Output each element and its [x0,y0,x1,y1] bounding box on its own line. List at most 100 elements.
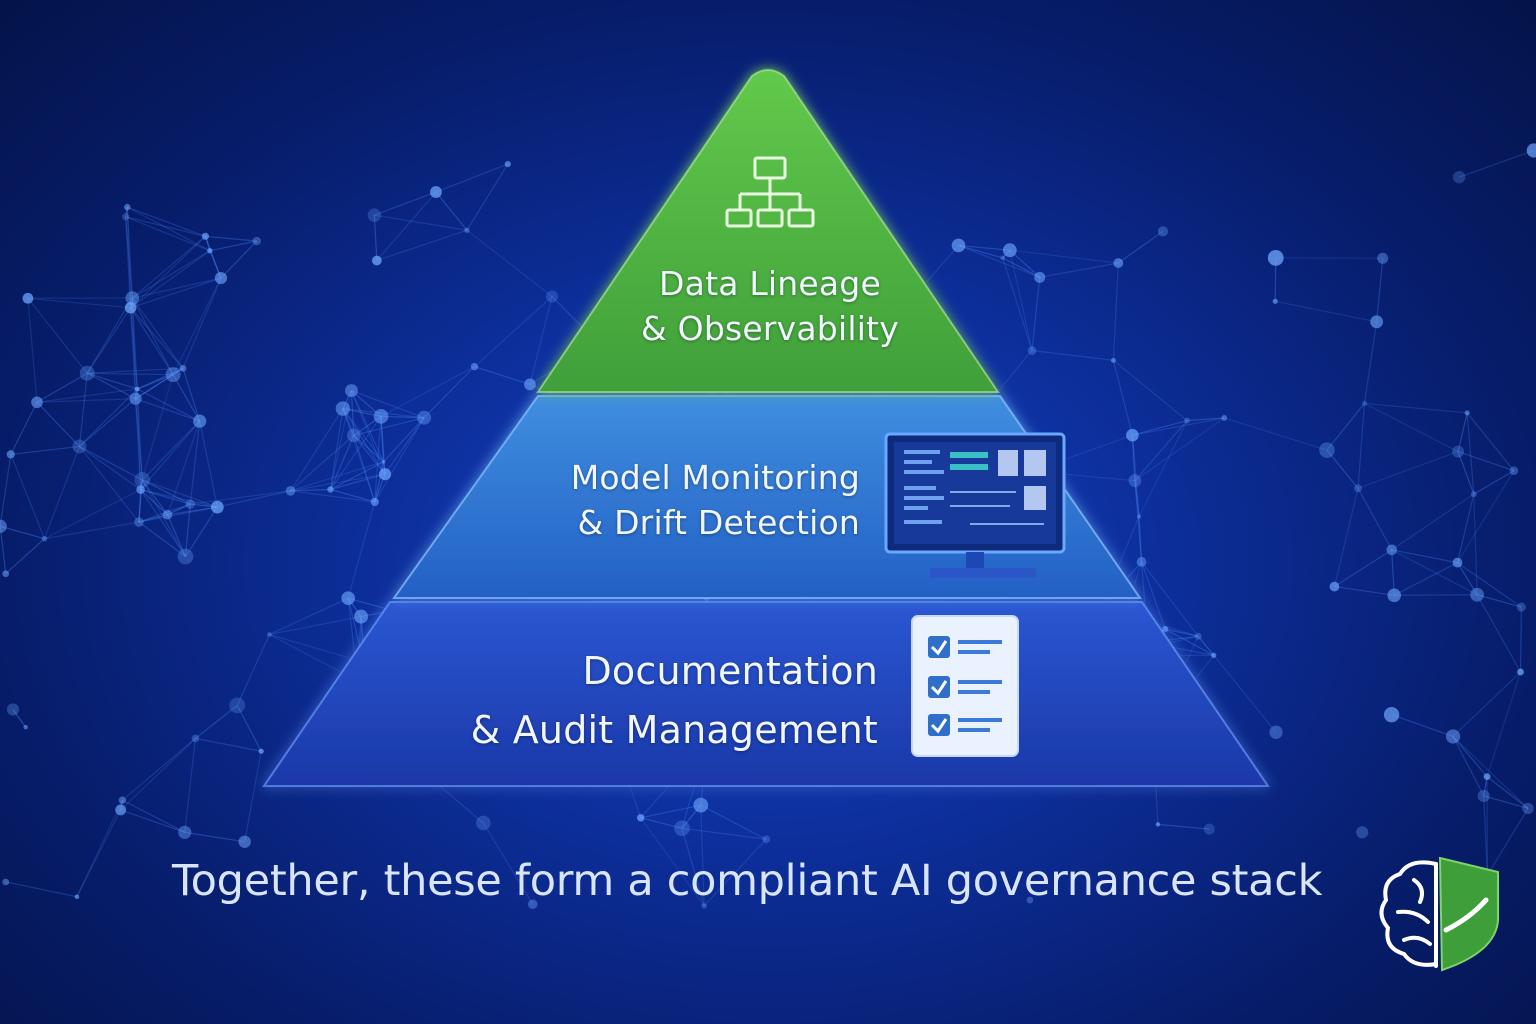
network-node [191,734,200,743]
network-node [136,485,145,494]
network-node [1272,298,1278,304]
network-node [285,485,296,496]
monitor-dashboard-icon [884,432,1066,578]
network-node [1269,725,1283,739]
network-node [23,725,28,730]
network-node [1354,484,1363,493]
tier-bottom-line-2: & Audit Management [470,707,878,752]
network-node [258,748,264,754]
network-node [674,820,690,837]
network-node [637,814,645,822]
network-node [118,796,127,804]
network-node [1267,249,1284,266]
network-node [193,414,207,428]
tier-top-line-1: Data Lineage [659,264,881,303]
network-node [345,384,358,397]
network-node [378,468,392,481]
network-node [1470,491,1477,498]
network-node [1110,357,1116,363]
network-node [1136,514,1142,519]
network-node [1157,226,1169,237]
network-node [346,428,361,443]
network-node [951,238,966,253]
network-node [373,409,389,424]
network-node [6,450,15,459]
network-node [476,815,491,831]
network-node [1370,315,1384,329]
tier-middle-label: Model Monitoring & Drift Detection [480,456,860,545]
network-node [6,703,20,716]
network-node [0,519,7,533]
tier-middle-line-2: & Drift Detection [577,502,860,542]
network-node [1319,442,1335,458]
network-node [165,367,181,383]
network-node [1162,626,1169,633]
network-node [1155,822,1161,827]
network-node [134,386,140,392]
network-node [354,609,369,624]
network-node [1356,826,1369,839]
brain-shield-icon [1379,856,1499,972]
network-node [1194,632,1202,640]
network-node [546,290,559,303]
network-node [524,378,536,391]
network-node [267,632,272,637]
network-node [1452,557,1463,568]
network-node [367,208,382,222]
tier-top-label: Data Lineage & Observability [560,262,980,351]
network-node [1361,400,1368,407]
network-node [74,894,80,900]
network-node [178,825,192,839]
network-node [201,232,210,240]
network-node [1203,823,1215,835]
network-node [124,203,131,211]
network-node [1184,417,1190,424]
network-node [125,291,140,305]
network-node [762,835,771,844]
network-node [1483,773,1491,781]
network-node [2,570,10,578]
network-node [124,301,137,314]
tier-bottom-label: Documentation & Audit Management [420,642,878,760]
network-node [1126,428,1139,442]
network-node [207,247,213,254]
network-node [1517,668,1524,676]
network-node [134,517,144,527]
network-node [22,292,34,304]
network-node [430,186,442,198]
network-node [1034,271,1046,283]
network-node [1026,896,1034,904]
network-node [470,362,479,371]
network-node [214,272,228,285]
network-node [177,548,194,565]
network-node [1377,252,1389,264]
network-node [238,835,251,848]
network-node [134,472,151,488]
network-node [1000,255,1006,261]
network-node [1526,143,1536,158]
hierarchy-icon [725,156,815,228]
network-node [371,255,382,266]
network-node [72,439,87,454]
network-node [229,697,246,714]
network-node [129,392,142,405]
network-node [162,509,173,520]
network-node [527,899,538,910]
network-node [1452,445,1465,458]
network-node [185,499,195,509]
network-node [1211,652,1217,658]
network-node [381,459,386,464]
network-node [1329,581,1340,592]
network-node [1470,587,1485,602]
checklist-icon [911,615,1019,757]
network-node [115,804,127,816]
caption: Together, these form a compliant AI gove… [172,856,1323,906]
network-node [1522,802,1534,815]
network-node [504,160,511,168]
network-node [1477,789,1490,803]
network-node [1387,588,1402,603]
network-node [1452,170,1466,184]
network-node [417,410,432,425]
tier-top-line-2: & Observability [641,308,899,348]
network-node [1136,557,1147,567]
